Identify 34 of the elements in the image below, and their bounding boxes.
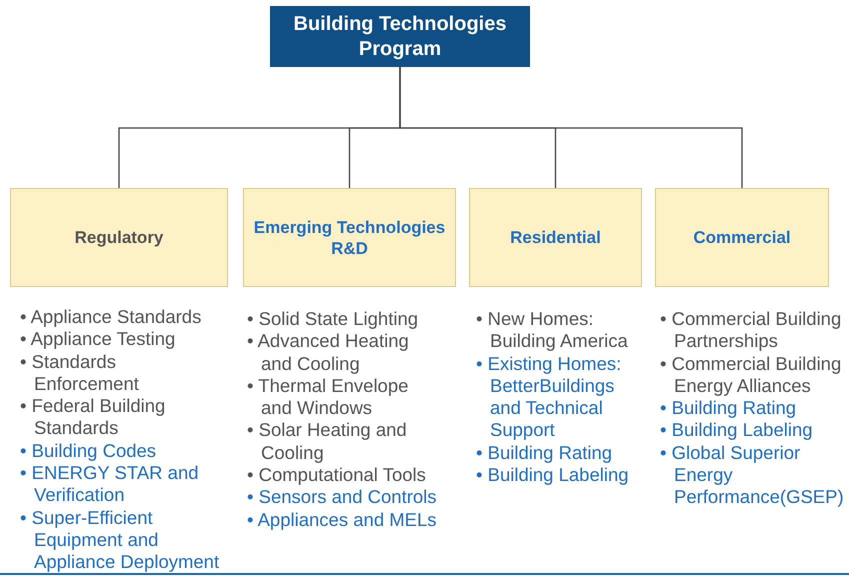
- bullet-item: • Solar Heating and Cooling: [247, 419, 408, 464]
- category-box: [10, 188, 228, 287]
- bullet-item: • Building Labeling: [476, 464, 630, 486]
- bullet-item: • Computational Tools: [247, 464, 427, 486]
- category-box: [655, 188, 829, 287]
- bullet-item: • New Homes: Building America: [476, 308, 629, 353]
- node-title: Building Technologies Program: [292, 12, 508, 62]
- node-title: Emerging Technologies R&D: [252, 216, 446, 258]
- connector-line: [399, 67, 743, 188]
- bullet-item: • Existing Homes: BetterBuildings and Technical Support: [476, 352, 622, 442]
- bullet-item: • Building Labeling: [660, 419, 814, 442]
- node-title: Residential: [510, 227, 601, 248]
- category-box: [243, 188, 456, 287]
- bullet-item: • Sensors and Controls: [247, 486, 438, 509]
- bullet-item: • Building Rating: [660, 397, 798, 420]
- bullet-item: • Commercial Building Partnerships: [660, 308, 842, 353]
- program-box: [270, 6, 530, 67]
- bullet-item: • Super-Efficient Equipment and Appliance Deployment: [20, 506, 220, 574]
- bullet-item: • Building Rating: [476, 442, 614, 464]
- bullet-item: • Standards Enforcement: [20, 350, 140, 396]
- bullet-item: • Thermal Envelope and Windows: [247, 374, 410, 420]
- bullet-item: • Appliance Testing: [20, 328, 176, 351]
- category-box: [469, 188, 642, 287]
- bullet-item: • Commercial Building Energy Alliances: [660, 352, 842, 398]
- bullet-item: • Advanced Heating and Cooling: [247, 330, 410, 375]
- node-title: Regulatory: [74, 227, 164, 248]
- node-title: Commercial: [693, 227, 791, 248]
- bullet-item: • Global Superior Energy Performance(GSEP): [660, 442, 845, 509]
- bullet-item: • Appliances and MELs: [247, 508, 438, 531]
- bullet-item: • Building Codes: [20, 440, 158, 462]
- bullet-item: • Appliance Standards: [20, 306, 202, 328]
- bullet-item: • Solid State Lighting: [247, 308, 420, 330]
- bullet-item: • ENERGY STAR and Verification: [20, 462, 200, 507]
- bullet-item: • Federal Building Standards: [20, 395, 166, 440]
